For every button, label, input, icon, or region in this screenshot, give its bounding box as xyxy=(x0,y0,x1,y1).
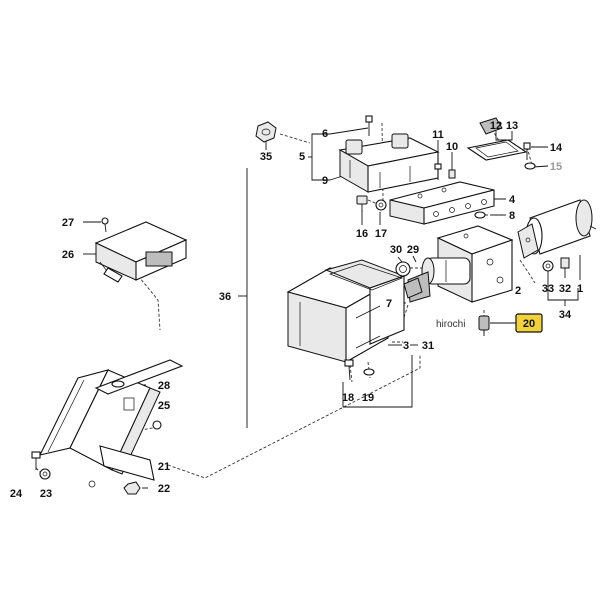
part-31-gasket xyxy=(328,263,404,291)
callout-17: 17 xyxy=(375,228,387,240)
part-24-bolt xyxy=(31,451,41,470)
part-1-electric-motor xyxy=(517,199,597,259)
callout-28: 28 xyxy=(158,380,170,392)
part-35-hex-nut xyxy=(255,121,277,143)
callout-34: 34 xyxy=(559,309,572,321)
callout-16: 16 xyxy=(356,228,368,240)
callout-6: 6 xyxy=(322,128,328,140)
callout-9: 9 xyxy=(322,175,328,187)
part-26-control-module xyxy=(94,221,188,283)
part-20-rubber-mount xyxy=(478,315,490,336)
part-32-bolt xyxy=(560,257,570,269)
part-17-washer xyxy=(375,199,387,211)
callout-27: 27 xyxy=(62,217,74,229)
callout-22: 22 xyxy=(158,483,170,495)
part-4-valve-manifold xyxy=(389,181,495,225)
part-15-washer xyxy=(524,162,536,170)
callout-14: 14 xyxy=(550,142,563,154)
part-10-pin xyxy=(448,169,456,179)
callout-25: 25 xyxy=(158,400,170,412)
callout-31: 31 xyxy=(422,340,434,352)
callout-3: 3 xyxy=(403,340,409,352)
callout-21: 21 xyxy=(158,461,170,473)
callout-12: 12 xyxy=(490,120,502,132)
part-28-clip xyxy=(111,380,125,388)
callout-29: 29 xyxy=(407,244,419,256)
part-23-washer xyxy=(39,468,51,480)
callout-24: 24 xyxy=(10,488,23,500)
part-5-solenoid-valve xyxy=(338,133,440,193)
part-14-screw xyxy=(523,142,531,160)
callout-5: 5 xyxy=(299,151,305,163)
part-13-gasket xyxy=(466,139,528,161)
part-6-bolt xyxy=(365,115,373,136)
callout-4: 4 xyxy=(509,194,516,206)
highlighted-callout-20[interactable]: 20 xyxy=(515,313,543,333)
callout-32: 32 xyxy=(559,283,571,295)
callout-26: 26 xyxy=(62,249,74,261)
part-33-nut xyxy=(542,260,554,272)
callout-2: 2 xyxy=(515,285,521,297)
part-22-nut xyxy=(123,481,141,495)
callout-11: 11 xyxy=(432,129,444,141)
callout-30: 30 xyxy=(390,244,402,256)
part-3-housing-cover xyxy=(286,259,406,363)
group-bracket-36 xyxy=(238,168,248,428)
callout-7: 7 xyxy=(386,298,392,310)
callout-1: 1 xyxy=(577,283,583,295)
callout-36: 36 xyxy=(219,291,231,303)
callout-18: 18 xyxy=(342,392,354,404)
callout-23: 23 xyxy=(40,488,52,500)
callout-labels: 35 6 5 9 11 10 12 13 14 15 4 8 16 17 30 … xyxy=(10,120,583,500)
part-16-bolt xyxy=(356,195,368,212)
part-30-seal-ring xyxy=(395,261,411,277)
callout-35: 35 xyxy=(260,151,272,163)
part-19-washer xyxy=(363,368,375,376)
part-25-screw xyxy=(152,420,162,430)
callout-20: 20 xyxy=(523,318,535,330)
part-11-screw xyxy=(434,163,442,180)
highlight-box xyxy=(515,313,543,333)
part-27-screw xyxy=(101,217,109,233)
callout-15: 15 xyxy=(550,161,562,173)
part-18-bolt xyxy=(344,359,354,381)
callout-13: 13 xyxy=(506,120,518,132)
callout-19: 19 xyxy=(362,392,374,404)
callout-33: 33 xyxy=(542,283,554,295)
watermark-text: hirochi xyxy=(436,319,465,330)
callout-10: 10 xyxy=(446,141,458,153)
part-8-o-ring xyxy=(474,211,486,219)
part-7-fitting xyxy=(403,277,423,299)
part-12-plug xyxy=(479,117,503,135)
callout-8: 8 xyxy=(509,210,515,222)
callout-leaders xyxy=(83,127,581,489)
